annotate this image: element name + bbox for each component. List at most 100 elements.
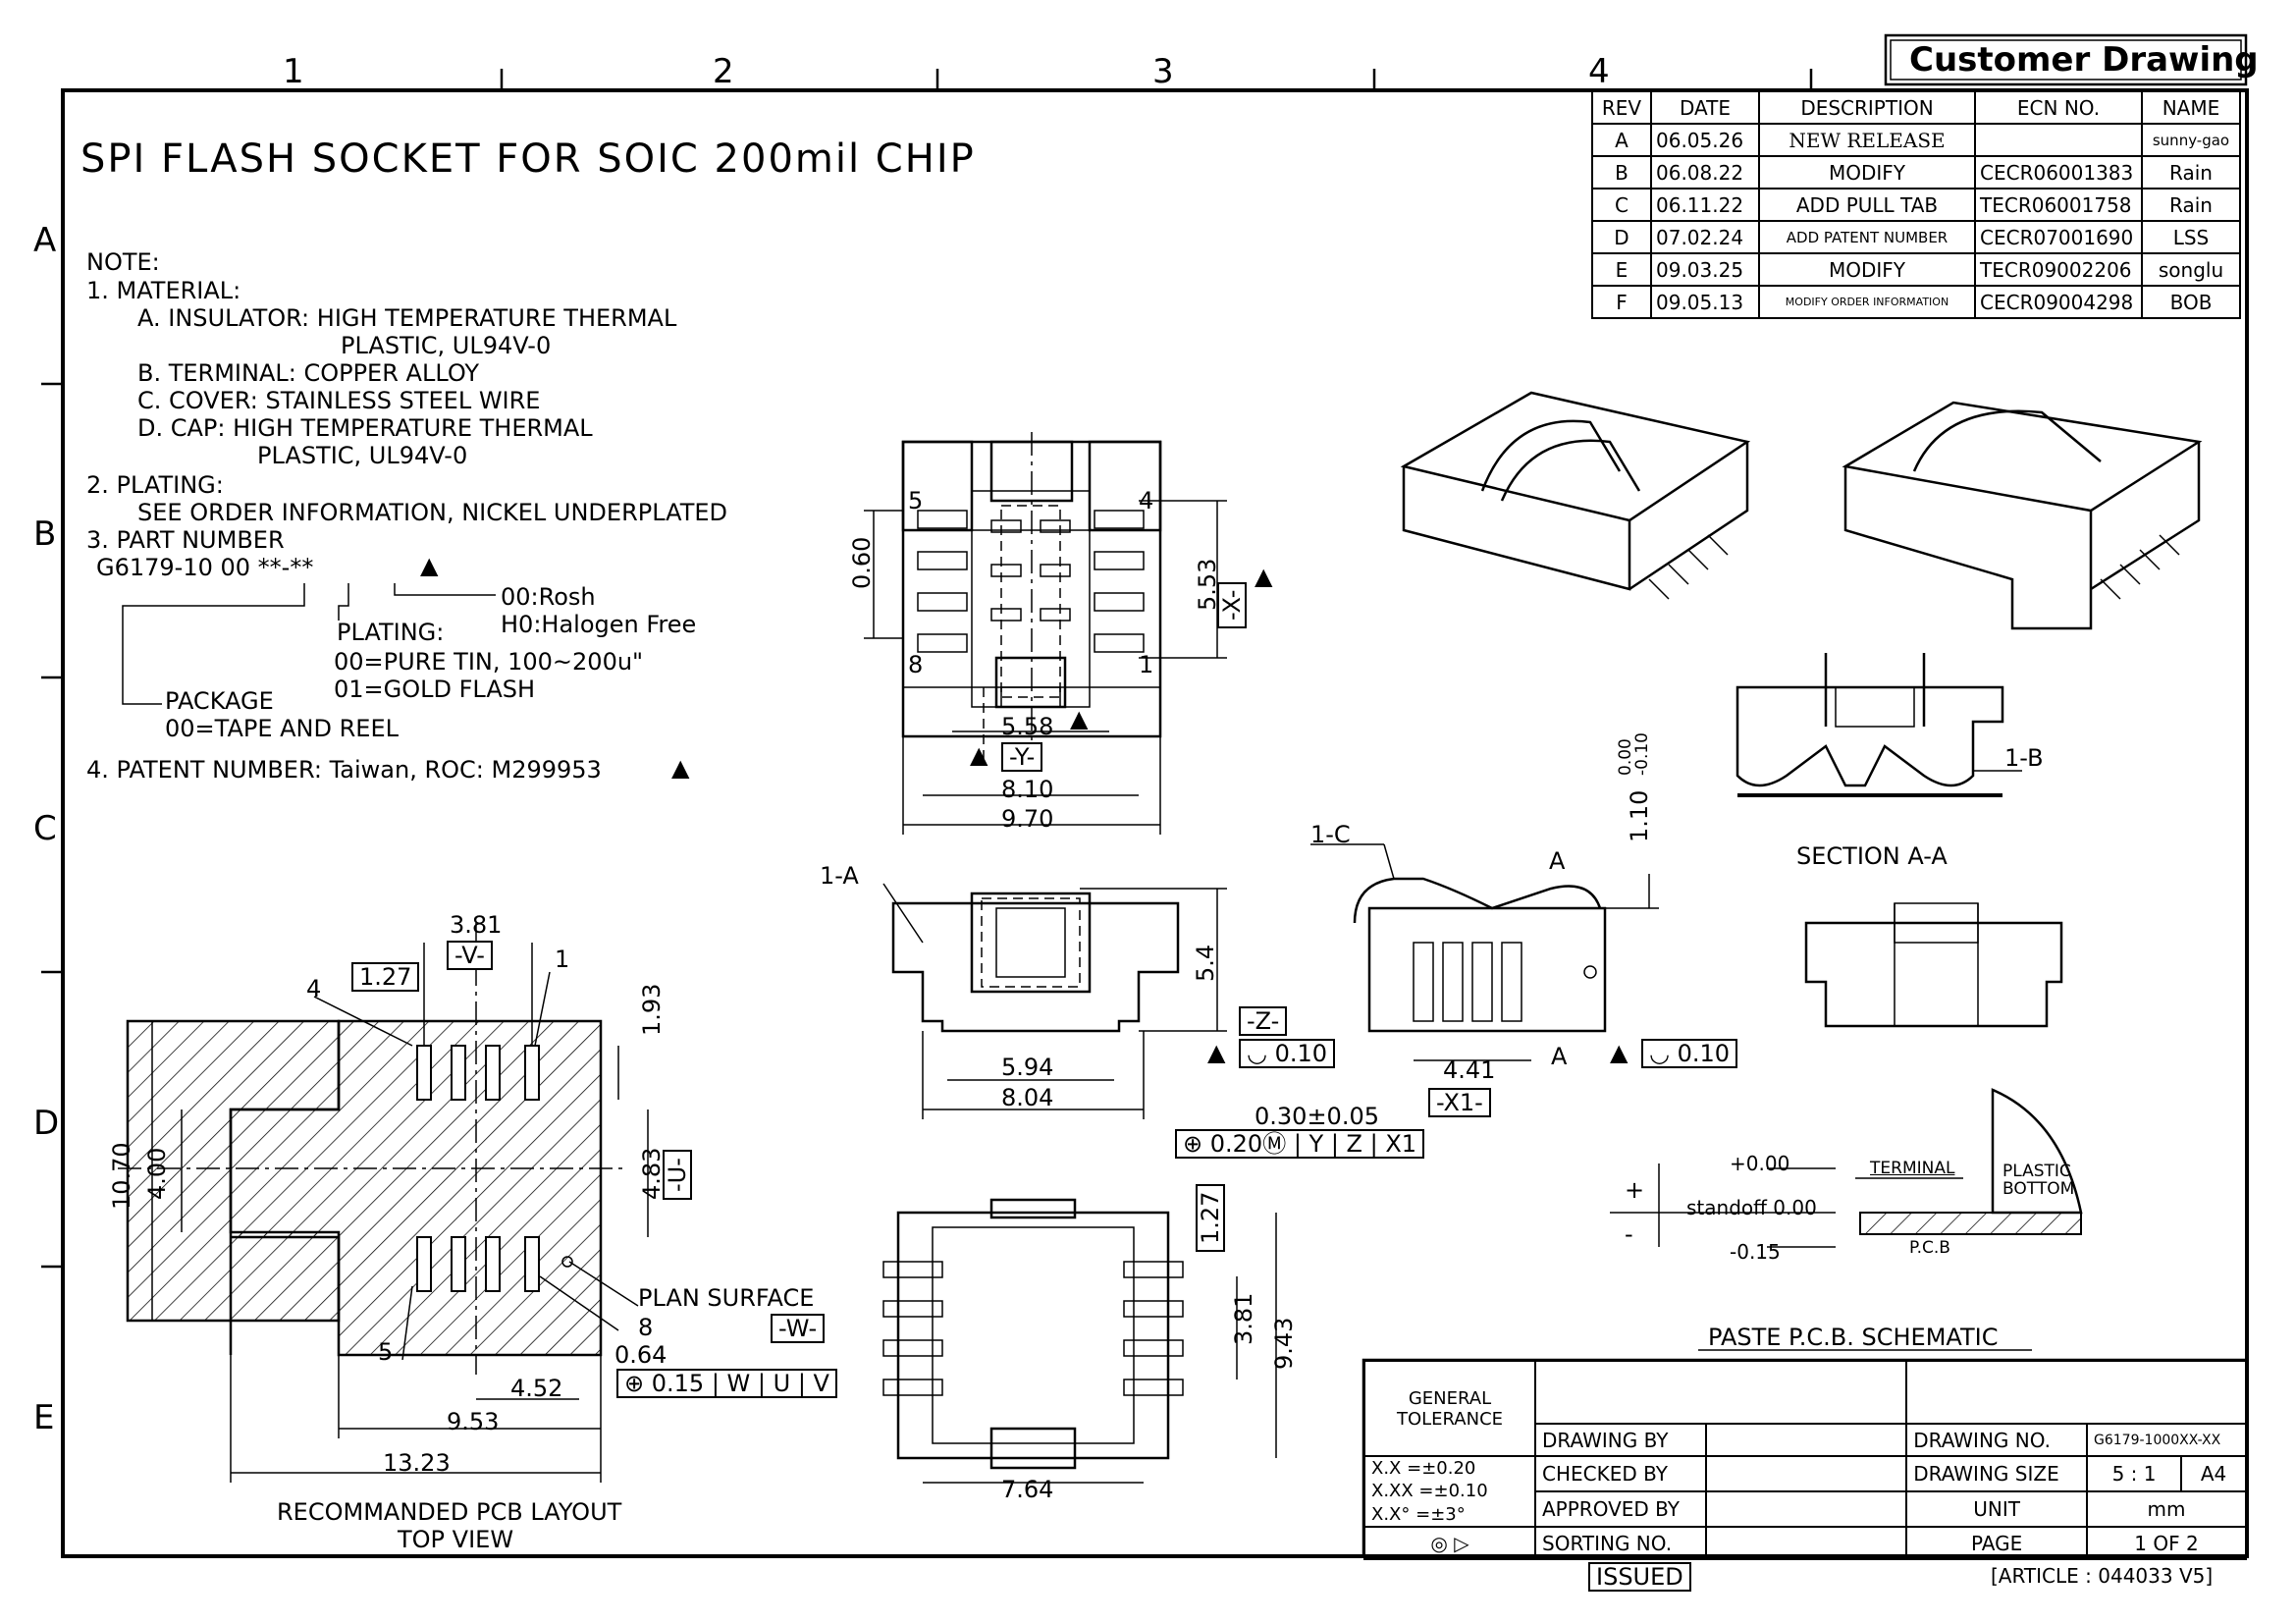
pin-1-pcb: 1 — [555, 946, 570, 973]
blank-cell — [1905, 1360, 2247, 1425]
drawing-by-value — [1705, 1423, 1908, 1457]
general-label: GENERAL — [1408, 1387, 1492, 1409]
date-cell: 06.08.22 — [1650, 155, 1760, 189]
rev-cell: A — [1591, 123, 1652, 157]
delta-icon: ▲ — [970, 741, 988, 769]
paste-plus: +0.00 — [1730, 1152, 1790, 1175]
package-label: PACKAGE — [165, 687, 274, 715]
dim-553: 5.53 — [1194, 558, 1221, 611]
rev-cell: C — [1591, 188, 1652, 222]
dim-943: 9.43 — [1270, 1317, 1298, 1370]
paste-minus: -0.15 — [1730, 1240, 1781, 1264]
ecn-cell: CECR07001690 — [1974, 220, 2143, 254]
title-row: APPROVED BY UNIT mm — [1364, 1490, 2247, 1529]
ecn-cell: TECR09002206 — [1974, 252, 2143, 287]
datum-ref: U — [773, 1370, 791, 1397]
name-cell: Rain — [2141, 155, 2241, 189]
section-marker-a: A — [1549, 847, 1566, 875]
ecn-cell: CECR09004298 — [1974, 285, 2143, 319]
rev-cell: B — [1591, 155, 1652, 189]
unit-value: mm — [2086, 1490, 2247, 1529]
revision-row: B 06.08.22 MODIFY CECR06001383 Rain — [1591, 155, 2241, 189]
revision-table: REV DATE DESCRIPTION ECN NO. NAME A 06.0… — [1591, 90, 2241, 319]
dim-1070: 10.70 — [108, 1142, 135, 1210]
pin-5-pcb: 5 — [378, 1338, 394, 1366]
rev-cell: E — [1591, 252, 1652, 287]
description-cell: MODIFY ORDER INFORMATION — [1758, 285, 1976, 319]
flatness-frame-side: ◡ 0.10 — [1641, 1039, 1738, 1068]
tol-ang: X.X° =±3° — [1371, 1503, 1466, 1525]
section-marker-a: A — [1551, 1043, 1568, 1070]
tol-xx: X.X =±0.20 — [1371, 1458, 1476, 1479]
zone-col-4: 4 — [1588, 52, 1610, 91]
dim-953: 9.53 — [447, 1408, 500, 1435]
description-header: DESCRIPTION — [1758, 90, 1976, 125]
date-cell: 06.11.22 — [1650, 188, 1760, 222]
date-cell: 09.03.25 — [1650, 252, 1760, 287]
dim-193: 1.93 — [638, 983, 666, 1036]
dim-060: 0.60 — [848, 536, 876, 589]
paste-sign-plus: + — [1625, 1176, 1645, 1204]
patent-number: 4. PATENT NUMBER: Taiwan, ROC: M299953 — [86, 756, 602, 784]
iso-view-right — [1842, 401, 2203, 630]
ecn-cell: TECR06001758 — [1974, 188, 2143, 222]
revision-row: F 09.05.13 MODIFY ORDER INFORMATION CECR… — [1591, 285, 2241, 319]
paste-plastic: PLASTIC — [2002, 1162, 2071, 1181]
delta-icon: ▲ — [420, 552, 439, 579]
top-view — [864, 432, 1227, 835]
package-tape: 00=TAPE AND REEL — [165, 715, 399, 742]
section-aa-label: SECTION A-A — [1796, 842, 1948, 870]
datum-x1: -X1- — [1428, 1088, 1491, 1117]
notes-heading: NOTE: — [86, 248, 160, 276]
checked-by-label: CHECKED BY — [1533, 1454, 1708, 1493]
dim-400: 4.00 — [143, 1147, 171, 1200]
title-row: ◎ ▷ SORTING NO. PAGE 1 OF 2 — [1363, 1526, 2247, 1561]
flatness-frame-front: ◡ 0.10 — [1239, 1039, 1336, 1068]
zone-col-2: 2 — [713, 52, 734, 91]
note-line: 1. MATERIAL: — [86, 277, 241, 304]
zone-row-b: B — [33, 514, 57, 554]
datum-ref: W — [726, 1370, 751, 1397]
dim-54: 5.4 — [1192, 944, 1219, 982]
paste-standoff: standoff 0.00 — [1686, 1196, 1817, 1219]
name-cell: Rain — [2141, 188, 2241, 222]
scale-value: 5 : 1 — [2086, 1454, 2183, 1493]
section-view — [1735, 653, 2022, 797]
unit-label: UNIT — [1905, 1490, 2089, 1529]
description-cell: ADD PATENT NUMBER — [1758, 220, 1976, 254]
date-cell: 09.05.13 — [1650, 285, 1760, 319]
note-line: C. COVER: STAINLESS STEEL WIRE — [137, 387, 541, 414]
dim-810: 8.10 — [1001, 776, 1054, 803]
zone-row-d: D — [33, 1104, 60, 1143]
revision-row: A 06.05.26 NEW RELEASE sunny-gao — [1591, 123, 2241, 157]
delta-icon: ▲ — [1207, 1039, 1226, 1066]
note-line: SEE ORDER INFORMATION, NICKEL UNDERPLATE… — [137, 499, 727, 526]
name-cell: songlu — [2141, 252, 2241, 287]
zone-row-a: A — [33, 221, 57, 260]
projection-symbol-icon: ◎ ▷ — [1363, 1526, 1536, 1561]
dim-970: 9.70 — [1001, 805, 1054, 833]
approved-by-label: APPROVED BY — [1533, 1490, 1708, 1529]
plating-label: PLATING: — [337, 619, 445, 646]
zone-col-1: 1 — [283, 52, 304, 91]
description-cell: MODIFY — [1758, 252, 1976, 287]
dim-110: 1.10 — [1626, 789, 1653, 842]
paste-bottom: BOTTOM — [2002, 1179, 2075, 1199]
front-view — [882, 883, 1227, 1119]
option-rosh: 00:Rosh — [501, 583, 596, 611]
flatness-value: 0.10 — [1274, 1040, 1328, 1067]
datum-w: -W- — [771, 1314, 826, 1343]
name-cell: LSS — [2141, 220, 2241, 254]
ecn-header: ECN NO. — [1974, 90, 2143, 125]
datum-ref: X1 — [1385, 1130, 1417, 1158]
customer-drawing-badge-frame — [1884, 33, 2248, 86]
drawing-title: SPI FLASH SOCKET FOR SOIC 200mil CHIP — [80, 136, 976, 182]
datum-z: -Z- — [1239, 1006, 1288, 1036]
page-label: PAGE — [1905, 1526, 2089, 1561]
plan-surface-label: PLAN SURFACE — [638, 1284, 815, 1312]
name-cell: sunny-gao — [2141, 123, 2241, 157]
rev-cell: D — [1591, 220, 1652, 254]
